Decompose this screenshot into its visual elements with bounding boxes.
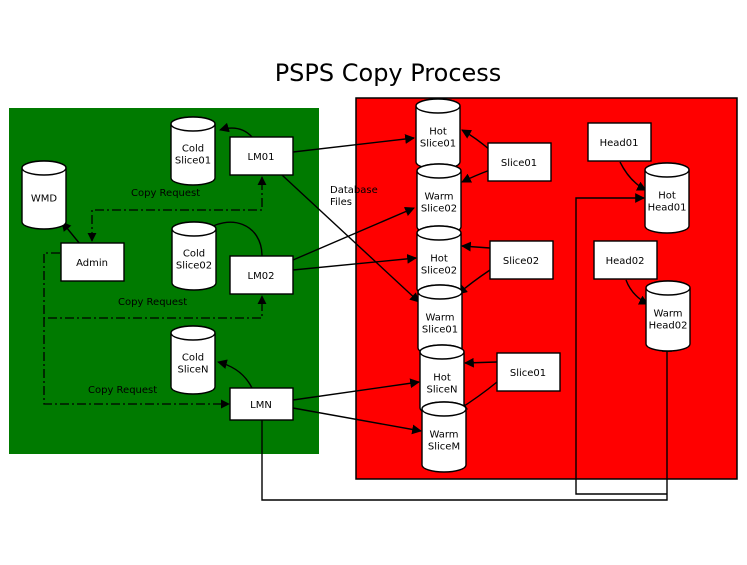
db-top [416, 225, 462, 241]
db-label: Slice02 [176, 261, 212, 272]
database-files-label-line1: Database [330, 185, 378, 196]
slice02-box[interactable] [489, 240, 554, 280]
db-label: SliceM [428, 442, 460, 453]
slice01-top-label: Slice01 [501, 158, 537, 169]
lm01-to-cold-slice01 [219, 122, 253, 138]
db-label: Head02 [649, 321, 688, 332]
db-top [170, 325, 216, 341]
lmn-box[interactable] [229, 387, 294, 421]
db-label: Slice02 [421, 266, 457, 277]
lmn-to-warm-slicem [292, 407, 422, 435]
db-top [416, 163, 462, 179]
admin-label: Admin [76, 258, 108, 269]
db-label: Warm [429, 430, 458, 441]
copy-request-label-2: Copy Request [118, 297, 187, 308]
db-label: Hot [433, 373, 451, 384]
slice02-to-hot-slice02 [461, 241, 491, 252]
lmn-to-hot-slicen [292, 378, 420, 401]
database-files-label-line2: Files [330, 197, 352, 208]
db-top [419, 344, 465, 360]
db-label: Slice01 [422, 325, 458, 336]
head01-box[interactable] [587, 122, 652, 162]
copy-request-label-1: Copy Request [131, 188, 200, 199]
db-label: Slice01 [175, 156, 211, 167]
slice01-bottom-box[interactable] [496, 352, 561, 392]
rectangles: Admin LM01 LM02 LMN Slice01 Slice02 Slic… [60, 122, 658, 421]
head01-label: Head01 [600, 138, 639, 149]
db-top [417, 284, 463, 300]
lm02-to-warm-slice02 [292, 206, 415, 261]
copy-request-line-lmn [43, 318, 230, 409]
db-label: SliceN [426, 385, 457, 396]
db-top [644, 162, 690, 178]
db-top [415, 98, 461, 114]
db-label: Slice01 [420, 139, 456, 150]
db-label: Warm [425, 313, 454, 324]
copy-request-lines [43, 176, 267, 409]
admin-to-wmd [61, 221, 81, 245]
db-label: Slice02 [421, 204, 457, 215]
free-labels: Copy Request Copy Request Copy Request D… [88, 185, 378, 396]
db-label: Cold [183, 249, 205, 260]
slice02-label: Slice02 [503, 256, 539, 267]
slice01-top-box[interactable] [487, 142, 552, 182]
lm01-to-warm-slice01 [281, 174, 420, 303]
db-top [421, 401, 467, 417]
db-label: Hot [430, 254, 448, 265]
lm02-label: LM02 [248, 271, 275, 282]
lmn-to-warm-head02-route [261, 342, 672, 501]
db-label: Head01 [648, 203, 687, 214]
db-top [21, 160, 67, 176]
db-label: Cold [182, 144, 204, 155]
head02-label: Head02 [606, 256, 645, 267]
db-label: Warm [424, 192, 453, 203]
lmn-label: LMN [250, 400, 272, 411]
copy-request-label-3: Copy Request [88, 385, 157, 396]
head02-box[interactable] [593, 240, 658, 280]
head01-to-hot-head01 [619, 161, 647, 191]
db-label: Warm [653, 309, 682, 320]
admin-box[interactable] [60, 242, 125, 282]
db-label: Cold [182, 353, 204, 364]
lm01-box[interactable] [229, 136, 294, 176]
db-top [170, 116, 216, 132]
lm01-label: LM01 [248, 152, 275, 163]
db-wmd[interactable]: WMD [21, 160, 67, 230]
db-label: Hot [429, 127, 447, 138]
db-label: Hot [658, 191, 676, 202]
database-cylinders: WMDColdSlice01ColdSlice02ColdSliceNHotSl… [21, 98, 691, 473]
db-top [171, 221, 217, 237]
db-label: WMD [31, 194, 58, 205]
copy-request-line-lm01 [87, 176, 267, 242]
slice01-bottom-label: Slice01 [510, 368, 546, 379]
lm01-to-hot-slice01 [292, 134, 415, 153]
route-to-hot-head01 [575, 193, 667, 495]
lm02-to-hot-slice02 [292, 253, 417, 271]
slice01b-to-hot-slicen [464, 357, 498, 368]
lmn-to-cold-slicen [217, 359, 253, 389]
db-label: SliceN [177, 365, 208, 376]
diagram-title: PSPS Copy Process [275, 59, 502, 87]
db-top [645, 280, 691, 296]
lm02-box[interactable] [229, 255, 294, 295]
